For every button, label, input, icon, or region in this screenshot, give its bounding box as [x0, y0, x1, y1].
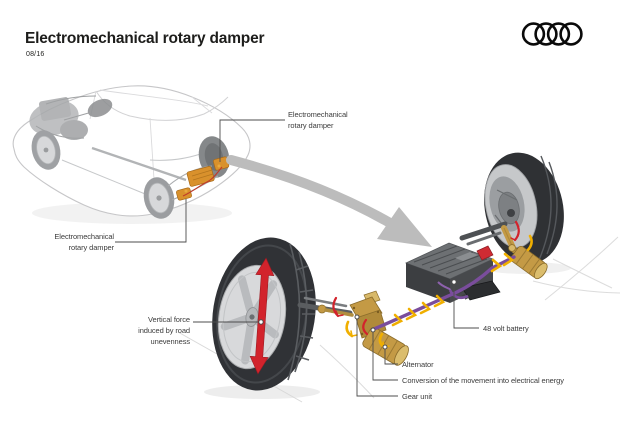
label-line: rotary damper: [68, 243, 114, 252]
rotary-damper-right: [501, 225, 548, 280]
label-48v-battery: 48 volt battery: [483, 324, 529, 333]
page-date: 08/16: [26, 51, 45, 58]
right-wheel: [459, 152, 564, 264]
page-title: Electromechanical rotary damper: [25, 30, 265, 47]
label-conversion: Conversion of the movement into electric…: [402, 376, 564, 385]
tire-tread: [287, 243, 315, 381]
drive-cable: [372, 255, 516, 331]
car-driveshaft: [91, 146, 187, 182]
label-rotary-damper-left: Electromechanical rotary damper: [30, 231, 114, 253]
ghost-car-illustration: [12, 85, 251, 224]
battery-label-patch: [455, 252, 478, 261]
zoom-flow-arrow: [226, 155, 432, 247]
callout-dots: [258, 279, 457, 350]
car-near-rear-wheel: [143, 177, 175, 219]
rotation-arrows-red: [332, 220, 520, 336]
label-alternator: Alternator: [402, 360, 434, 369]
label-line: induced by road: [138, 326, 190, 335]
label-vertical-force: Vertical force induced by road unevennes…: [110, 314, 190, 347]
dc-connector-box: [458, 280, 501, 301]
right-tire-tread: [538, 155, 558, 261]
energy-flow-arrows-yellow: [345, 234, 533, 349]
left-wheel: [212, 237, 316, 391]
vertical-force-arrow: [249, 257, 275, 375]
callout-lines: [115, 119, 479, 397]
label-line: Vertical force: [148, 315, 190, 324]
cable-chevrons: [391, 252, 515, 327]
rotation-arrow-yellow-damper: [526, 234, 533, 252]
car-front-wheel: [31, 130, 61, 170]
car-far-front-wheel: [87, 98, 113, 118]
label-line: unevenness: [150, 337, 191, 346]
label-line: Electromechanical: [288, 110, 348, 119]
label-line: rotary damper: [288, 121, 334, 130]
battery-red-connector: [476, 245, 494, 261]
label-gear-unit: Gear unit: [402, 392, 432, 401]
label-line: Electromechanical: [54, 232, 114, 241]
right-suspension-link: [466, 231, 502, 246]
battery-ribs: [413, 245, 488, 275]
audi-logo: [521, 22, 583, 46]
suspension-linkage: [297, 296, 354, 317]
label-rotary-damper-top: Electromechanical rotary damper: [288, 109, 348, 131]
right-suspension-arm: [459, 221, 508, 241]
rotation-arrow-yellow-gear: [345, 320, 354, 338]
car-engine: [29, 95, 113, 140]
